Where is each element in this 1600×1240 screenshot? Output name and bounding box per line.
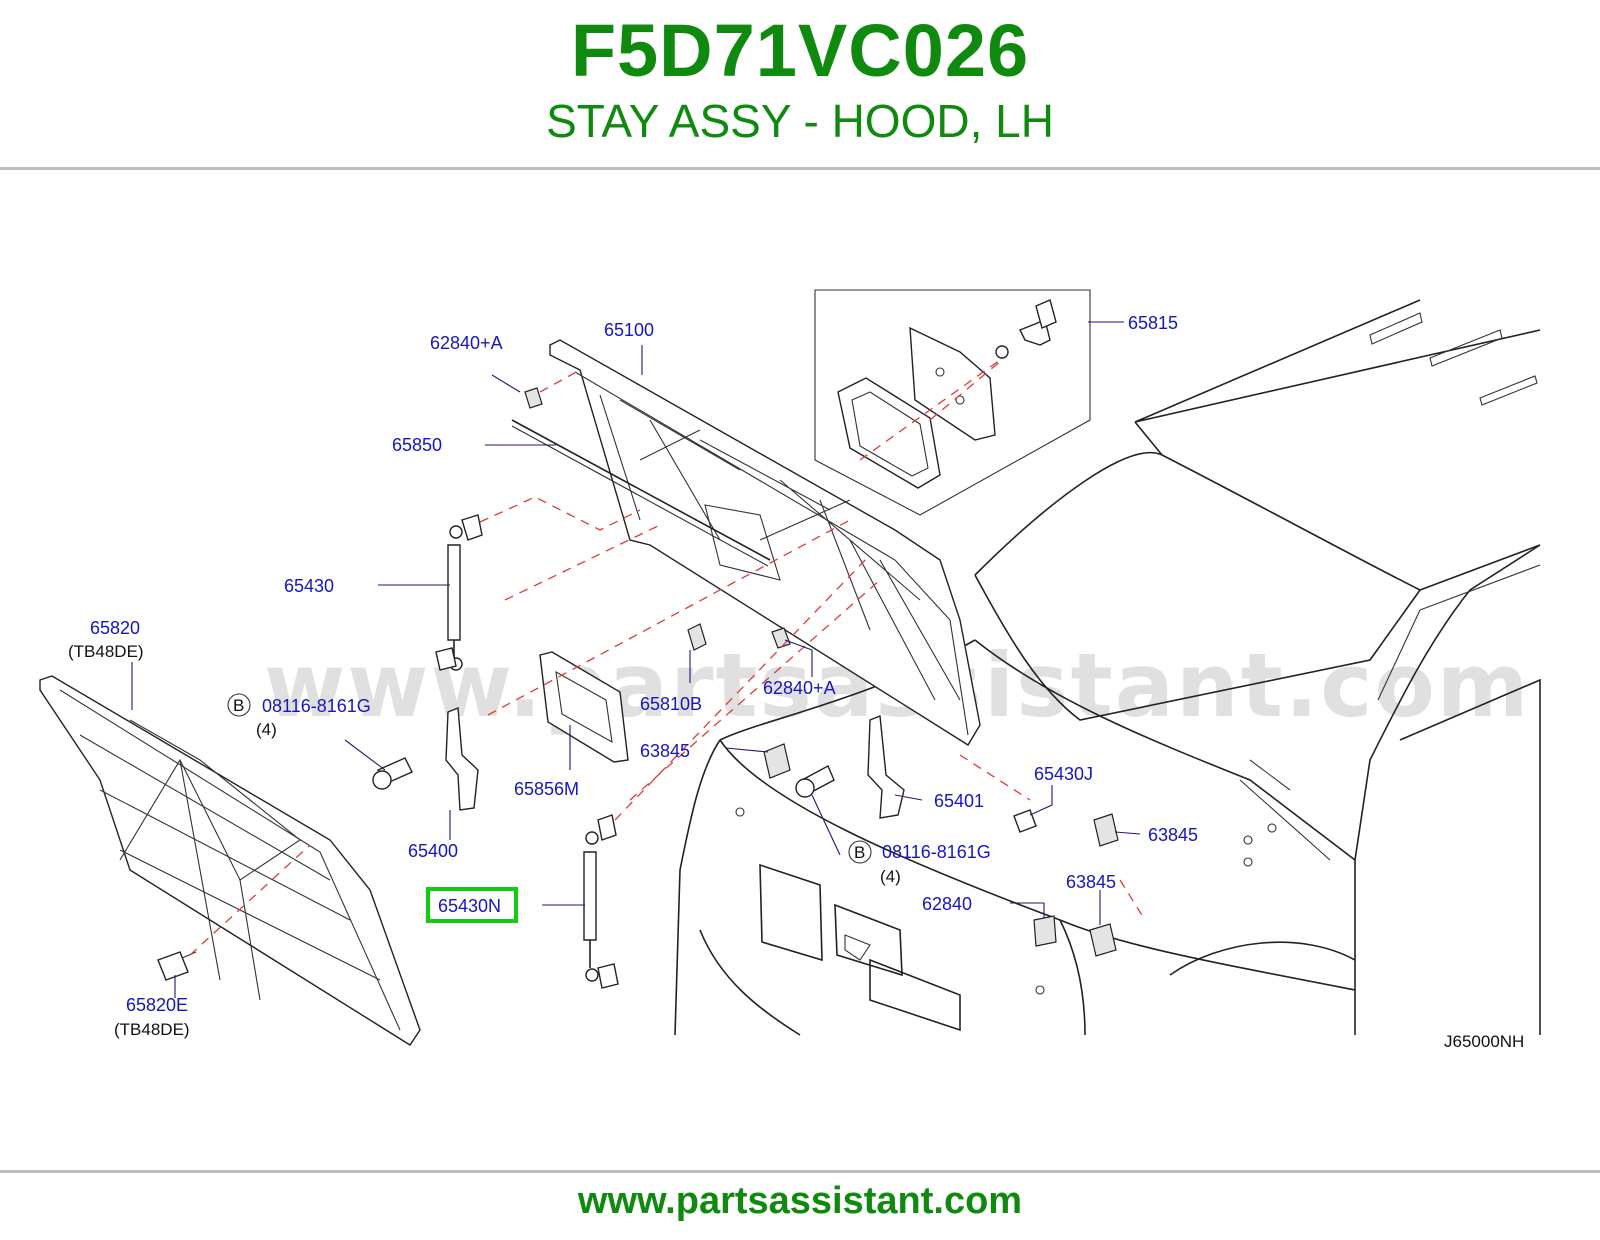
clip-65820e-stem: [181, 951, 197, 959]
callout-65820[interactable]: 65820: [90, 618, 140, 638]
callout-65820e-note: (TB48DE): [114, 1020, 190, 1039]
callout-65401[interactable]: 65401: [934, 791, 984, 811]
header-divider: [0, 167, 1600, 170]
callout-62840a-2[interactable]: 62840+A: [763, 678, 836, 698]
footer-divider: [0, 1170, 1600, 1173]
hood-seal-strip-edge: [511, 425, 769, 567]
callout-65400[interactable]: 65400: [408, 841, 458, 861]
bracket-65856m-window: [555, 670, 613, 744]
callout-63845-a[interactable]: 63845: [640, 741, 690, 761]
detail-box-65815: [814, 289, 1091, 516]
hinge-65401: [867, 715, 905, 819]
hinge-65400: [445, 706, 479, 811]
callout-62840[interactable]: 62840: [922, 894, 972, 914]
callout-08116-8161g-a[interactable]: 08116-8161G: [262, 696, 371, 716]
footer-url-link[interactable]: www.partsassistant.com: [577, 1180, 1023, 1222]
callout-65820-note: (TB48DE): [68, 642, 144, 661]
callout-62840a[interactable]: 62840+A: [430, 333, 503, 353]
rest-63845-c: [1089, 923, 1117, 957]
callout-63845-c[interactable]: 63845: [1066, 872, 1116, 892]
bumper-62840a-upper: [524, 387, 543, 409]
callout-labels: 62840+A 65100 65815 65850 65430 65820 (T…: [68, 313, 1198, 1039]
ball-stud-65430j: [1013, 809, 1037, 833]
bolt-marker-b-letter: B: [854, 843, 865, 862]
part-name-subtitle: STAY ASSY - HOOD, LH: [546, 95, 1054, 147]
callout-65430n[interactable]: 65430N: [438, 896, 501, 916]
gas-stay-65430: [435, 514, 483, 671]
assembly-lines: [189, 359, 1146, 956]
callout-65850[interactable]: 65850: [392, 435, 442, 455]
callout-qty-b: (4): [880, 867, 901, 886]
rest-63845-a: [763, 743, 791, 779]
bracket-65856m: [539, 651, 629, 763]
vehicle-outline: [674, 299, 1541, 1036]
part-number-title: F5D71VC026: [570, 9, 1030, 92]
drawing-code: J65000NH: [1444, 1032, 1524, 1051]
callout-65430j[interactable]: 65430J: [1034, 764, 1093, 784]
callout-65100[interactable]: 65100: [604, 320, 654, 340]
callout-65430[interactable]: 65430: [284, 576, 334, 596]
clip-65820e: [157, 951, 189, 981]
hood-seal-strip: [511, 419, 771, 561]
callout-63845-b[interactable]: 63845: [1148, 825, 1198, 845]
bumper-65810b: [687, 623, 707, 651]
highlight-box: [426, 887, 518, 923]
bolt-marker-a: [227, 693, 251, 717]
grille-panel-65820: [39, 675, 421, 1046]
callout-65856m[interactable]: 65856M: [514, 779, 579, 799]
gas-stay-65430n: [583, 814, 619, 989]
bolt-marker-a-letter: B: [233, 696, 244, 715]
hood-panel: [549, 339, 981, 746]
callout-08116-8161g-b[interactable]: 08116-8161G: [882, 842, 991, 862]
callout-65820e[interactable]: 65820E: [126, 995, 188, 1015]
bumper-62840: [1033, 915, 1057, 947]
bolt-marker-b: [848, 840, 872, 864]
rest-63845-b: [1093, 813, 1119, 847]
bolt-a-head: [372, 770, 392, 790]
callout-65815[interactable]: 65815: [1128, 313, 1178, 333]
bolt-b-head: [795, 778, 815, 798]
callout-qty-a: (4): [256, 720, 277, 739]
leader-lines: [131, 321, 1141, 998]
callout-65810b[interactable]: 65810B: [640, 694, 702, 714]
